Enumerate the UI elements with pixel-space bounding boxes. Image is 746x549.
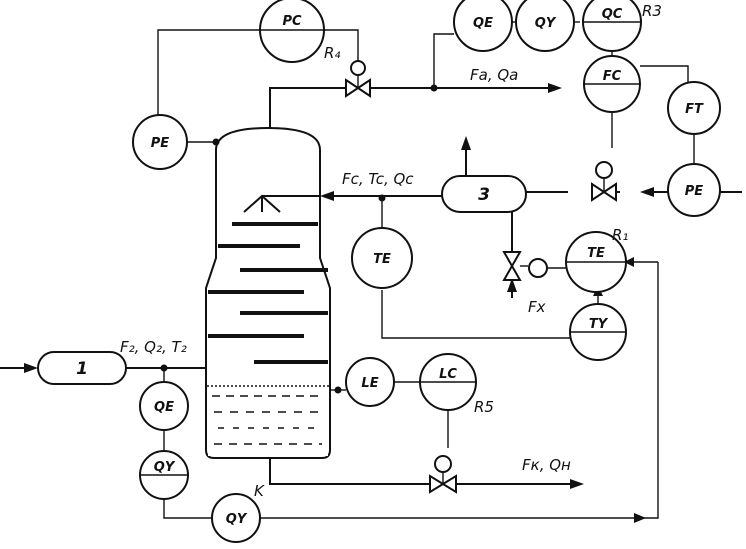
reflux-stream-label: Fc, Tc, Qc: [342, 170, 414, 188]
instrument-le[interactable]: LE: [345, 357, 395, 407]
svg-text:FT: FT: [685, 102, 704, 117]
instrument-lc[interactable]: LC: [419, 353, 477, 411]
feed-vessel-label: 1: [76, 359, 88, 379]
distillate-valve[interactable]: [345, 60, 371, 98]
svg-text:TY: TY: [589, 317, 609, 332]
reflux-drum-label: 3: [478, 185, 490, 205]
feed-vessel: 1: [37, 351, 127, 385]
regulator-r3-label: R3: [642, 2, 662, 20]
coolant-stream-label: Fx: [528, 298, 546, 316]
svg-text:PE: PE: [151, 136, 170, 151]
svg-text:TE: TE: [373, 252, 391, 267]
instrument-ft[interactable]: FT: [667, 81, 721, 135]
instrument-ty[interactable]: TY: [569, 303, 627, 361]
svg-text:QE: QE: [473, 16, 493, 31]
svg-text:LE: LE: [361, 376, 378, 391]
bottoms-valve[interactable]: [429, 455, 457, 494]
distillation-column: [205, 126, 331, 459]
regulator-k-label: K: [254, 482, 265, 500]
coolant-valve[interactable]: [502, 251, 548, 281]
instrument-pe-top[interactable]: PE: [132, 114, 188, 170]
svg-text:TE: TE: [587, 246, 605, 261]
instrument-qc-top[interactable]: QC: [582, 0, 642, 52]
svg-text:LC: LC: [439, 367, 457, 382]
reflux-distributor: [243, 194, 320, 213]
distillate-stream-label: Fa, Qa: [470, 66, 518, 84]
svg-text:QY: QY: [154, 460, 176, 475]
instrument-te-right[interactable]: TE: [565, 231, 627, 293]
regulator-r1-label: R₁: [612, 226, 628, 244]
reflux-valve[interactable]: [591, 161, 617, 202]
feed-stream-label: F₂, Q₂, T₂: [120, 338, 187, 356]
instrument-pe-right[interactable]: PE: [667, 163, 721, 217]
svg-text:QC: QC: [602, 7, 623, 22]
instrument-pc[interactable]: PC: [259, 0, 325, 63]
instrument-qy-bottom[interactable]: QY: [211, 493, 261, 543]
instrument-te-reflux[interactable]: TE: [351, 227, 413, 289]
svg-text:FC: FC: [603, 69, 622, 84]
regulator-r5-label: R5: [474, 398, 494, 416]
bottoms-stream-label: Fк, Qн: [522, 456, 571, 474]
reflux-drum: 3: [441, 175, 527, 213]
instrument-qy-feed[interactable]: QY: [139, 450, 189, 500]
svg-text:QY: QY: [226, 512, 248, 527]
svg-text:QE: QE: [154, 400, 174, 415]
instrument-fc[interactable]: FC: [583, 55, 641, 113]
instrument-qe-feed[interactable]: QE: [139, 381, 189, 431]
svg-text:PC: PC: [282, 14, 302, 29]
svg-text:QY: QY: [535, 16, 557, 31]
instrument-qy-top[interactable]: QY: [515, 0, 575, 52]
instrument-qe-top[interactable]: QE: [453, 0, 513, 52]
svg-text:PE: PE: [685, 184, 704, 199]
regulator-r4-label: R₄: [324, 44, 340, 62]
